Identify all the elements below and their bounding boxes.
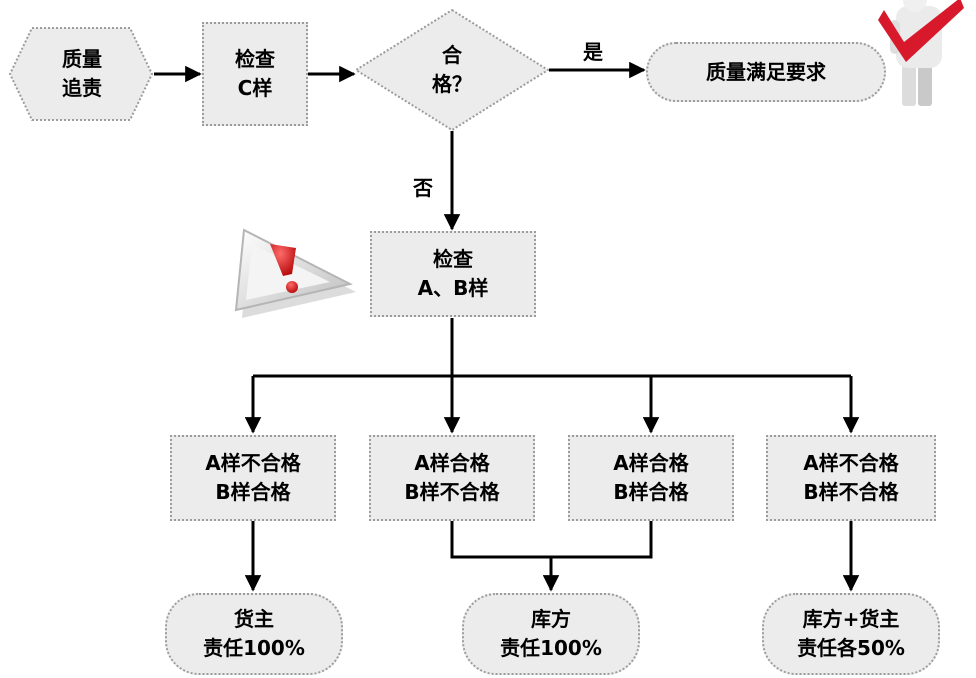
case-3-line1: A样合格 [613,451,689,475]
check-ab-line2: A、B样 [417,276,489,300]
check-c-box: 检查 C样 [202,22,308,126]
case-box-2: A样合格 B样不合格 [369,435,535,521]
person-checkmark-icon [878,0,964,106]
case-box-3: A样合格 B样合格 [568,435,734,521]
check-ab-line1: 检查 [433,247,473,271]
result-3-line2: 责任各50% [797,636,905,660]
yes-label: 是 [583,40,603,64]
decision-label: 合 格？ [402,41,502,99]
merge-case-2-3 [450,521,653,559]
case-1-line2: B样合格 [215,480,291,504]
start-line1: 质量 [62,47,102,71]
result-2-line1: 库方 [531,607,571,631]
case-box-1: A样不合格 B样合格 [170,435,336,521]
start-hexagon [8,27,154,121]
result-3-line1: 库方+货主 [802,607,900,631]
start-label: 质量 追责 [30,45,134,103]
result-box-2: 库方 责任100% [462,593,640,675]
case-1-line1: A样不合格 [205,451,301,475]
check-c-line2: C样 [237,76,273,100]
decision-line2: 格？ [432,72,472,96]
case-4-line2: B样不合格 [803,480,899,504]
result-2-line2: 责任100% [500,636,602,660]
check-c-line1: 检查 [235,47,275,71]
result-1-line2: 责任100% [203,636,305,660]
case-box-4: A样不合格 B样不合格 [766,435,936,521]
warning-triangle-icon [234,228,356,318]
meets-quality-text: 质量满足要求 [706,59,826,84]
check-ab-box: 检查 A、B样 [370,231,536,317]
case-4-line1: A样不合格 [803,451,899,475]
start-line2: 追责 [62,76,102,100]
result-1-line1: 货主 [234,607,274,631]
decision-line1: 合 [442,43,462,67]
result-box-1: 货主 责任100% [165,593,343,675]
case-2-line1: A样合格 [414,451,490,475]
case-2-line2: B样不合格 [404,480,500,504]
decision-diamond [354,8,550,132]
meets-quality-box: 质量满足要求 [646,42,886,102]
result-box-3: 库方+货主 责任各50% [762,593,940,675]
no-label: 否 [413,176,433,200]
case-3-line2: B样合格 [613,480,689,504]
